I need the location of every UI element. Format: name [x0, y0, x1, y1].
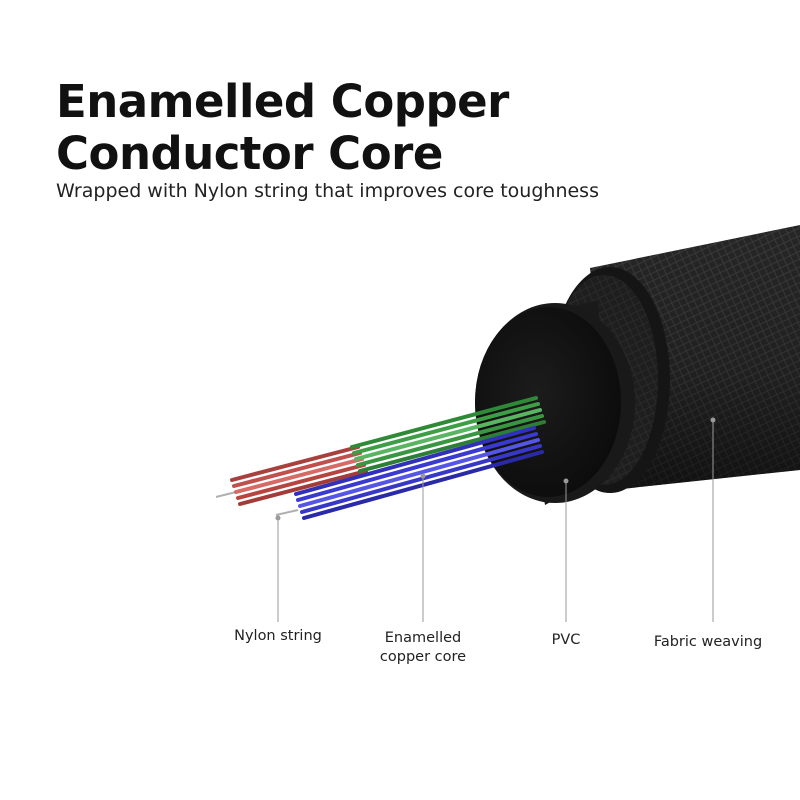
page-title: Enamelled Copper Conductor Core	[56, 76, 509, 180]
title-line-1: Enamelled Copper	[56, 75, 509, 128]
label-fabric-weaving: Fabric weaving	[653, 634, 763, 650]
red-wire-bundle	[215, 445, 368, 506]
label-pvc: PVC	[551, 632, 581, 648]
page-subtitle: Wrapped with Nylon string that improves …	[56, 180, 599, 202]
leader-lines	[275, 417, 716, 622]
green-wire-bundle	[350, 396, 546, 473]
label-nylon-string: Nylon string	[234, 628, 322, 644]
blue-wire-bundle	[275, 426, 544, 520]
title-line-2: Conductor Core	[56, 127, 443, 180]
label-enamelled-copper-core: Enamelled copper core	[379, 630, 467, 665]
